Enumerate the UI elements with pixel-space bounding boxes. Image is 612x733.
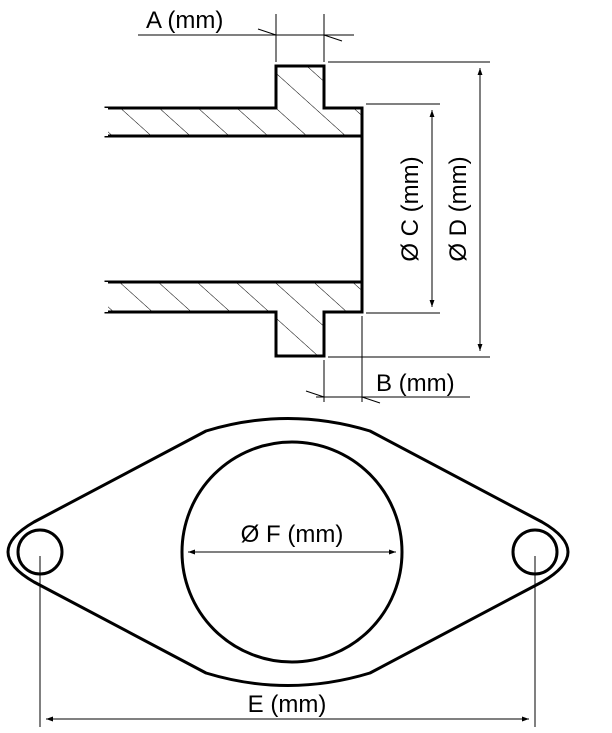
dimension-f: Ø F (mm) — [188, 521, 396, 555]
label-f: Ø F (mm) — [241, 521, 344, 548]
pipe-section-view — [104, 64, 364, 358]
label-d: Ø D (mm) — [445, 156, 472, 261]
dimension-d: Ø D (mm) — [328, 61, 490, 358]
label-a: A (mm) — [146, 7, 223, 34]
flange-outline — [6, 417, 570, 687]
label-c: Ø C (mm) — [397, 156, 424, 261]
dimension-b: B (mm) — [305, 316, 470, 404]
upper-wall-section — [104, 64, 364, 138]
dimension-a: A (mm) — [138, 7, 354, 62]
dimension-c: Ø C (mm) — [366, 103, 440, 314]
central-bore — [180, 440, 404, 664]
label-e: E (mm) — [248, 691, 327, 718]
lower-wall-section — [104, 280, 364, 358]
dimension-e: E (mm) — [39, 556, 536, 727]
label-b: B (mm) — [376, 370, 455, 397]
